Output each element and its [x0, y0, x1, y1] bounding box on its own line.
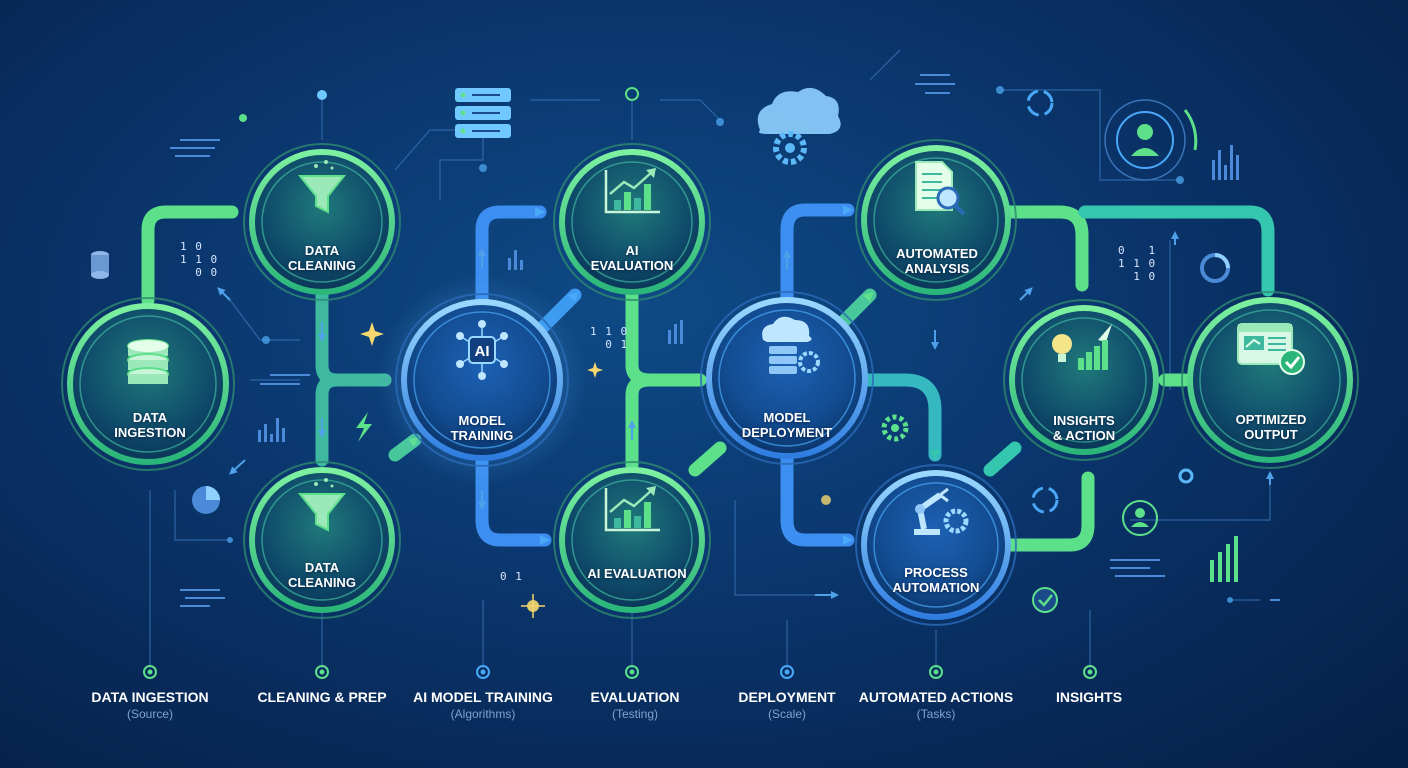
cloud-gear-icon — [757, 87, 841, 165]
ai-chip-text: AI — [475, 343, 490, 360]
arrow-automation-diagonal — [983, 441, 1022, 477]
arrow-deploy-to-automation-down — [858, 373, 942, 462]
stage-subtitle-automated-actions: (Tasks) — [916, 707, 956, 721]
arrow-training-to-eval-bottom — [475, 448, 552, 547]
node-model-training[interactable]: AI — [376, 274, 588, 486]
binary-text: 0 1 — [500, 570, 523, 583]
node-process-automation[interactable] — [855, 464, 1017, 626]
node-label-ai-evaluation-top: AI EVALUATION — [590, 243, 674, 273]
node-label-optimized-output: OPTIMIZED OUTPUT — [1235, 412, 1307, 442]
stage-title-automated-actions: AUTOMATED ACTIONS — [858, 689, 1014, 705]
stage-title-insights: INSIGHTS — [1055, 689, 1123, 705]
lightbulb-rocket-icon — [1052, 324, 1112, 370]
arrow-automation-to-insights — [1003, 471, 1095, 552]
gear-icon — [881, 414, 1194, 484]
node-data-ingestion[interactable] — [61, 297, 235, 471]
stage-title-deployment: DEPLOYMENT — [738, 689, 836, 705]
sparkle-icon — [360, 322, 831, 618]
server-stack-icon — [455, 88, 511, 138]
node-ai-evaluation-bottom[interactable] — [553, 461, 711, 619]
funnel-icon — [297, 478, 347, 532]
binary-text: 0 1 1 1 0 1 0 — [1118, 244, 1157, 283]
stage-title-data-ingestion: DATA INGESTION — [91, 689, 209, 705]
chart-up-icon — [604, 486, 660, 532]
lightning-icon — [356, 412, 372, 442]
pie-chart-icon — [192, 253, 1230, 514]
ai-network-icon: AI — [456, 320, 508, 380]
stage-dots — [143, 87, 1097, 679]
node-label-data-cleaning-top: DATA CLEANING — [288, 243, 356, 273]
stage-subtitle-data-ingestion: (Source) — [126, 707, 173, 721]
node-label-data-cleaning-bottom: DATA CLEANING — [288, 560, 356, 590]
node-model-deployment[interactable] — [700, 291, 874, 465]
node-automated-analysis[interactable] — [855, 139, 1017, 301]
arrow-cleaning-to-training — [315, 288, 392, 387]
funnel-icon — [297, 160, 347, 214]
dashboard-check-icon — [1237, 323, 1305, 375]
node-data-cleaning-bottom[interactable] — [243, 461, 401, 619]
arrow-eval-to-deploy — [625, 288, 707, 387]
circuit-lines — [149, 49, 1271, 668]
arrow-deploy-to-analysis — [780, 203, 855, 312]
node-label-process-automation: PROCESS AUTOMATION — [892, 565, 980, 595]
node-ai-evaluation-top[interactable] — [553, 143, 711, 301]
binary-text: 1 1 0 0 1 — [590, 325, 629, 351]
node-label-automated-analysis: AUTOMATED ANALYSIS — [896, 246, 978, 276]
node-insights-action[interactable] — [1003, 299, 1165, 461]
arrow-eval-bottom-up — [688, 441, 727, 477]
node-label-model-deployment: MODEL DEPLOYMENT — [741, 410, 833, 440]
arrow-cleaning-bottom-join — [315, 373, 392, 467]
arrow-training-to-eval-top — [475, 205, 547, 307]
stage-subtitle-ai-model-training: (Algorithms) — [450, 707, 516, 721]
check-circle-icon — [1032, 587, 1058, 613]
node-data-cleaning-top[interactable] — [243, 143, 401, 301]
document-search-icon — [915, 161, 966, 216]
stage-subtitle-evaluation: (Testing) — [611, 707, 658, 721]
node-label-data-ingestion: DATA INGESTION — [114, 410, 186, 440]
stage-subtitle-deployment: (Scale) — [767, 707, 806, 721]
arrow-analysis-to-output — [1078, 205, 1275, 297]
arrow-deploy-to-automation — [780, 443, 855, 547]
thin-arrows — [217, 231, 1274, 599]
user-icon — [1026, 89, 1158, 536]
stage-title-ai-model-training: AI MODEL TRAINING — [413, 689, 553, 705]
stage-title-cleaning-prep: CLEANING & PREP — [257, 689, 387, 705]
node-optimized-output[interactable] — [1181, 291, 1359, 469]
binary-text: 1 0 1 1 0 0 0 — [180, 240, 219, 279]
arrow-ingestion-to-cleaning — [141, 205, 239, 307]
node-label-ai-evaluation-bottom: AI EVALUATION — [587, 566, 687, 581]
circuit-dots — [227, 86, 1233, 603]
cloud-server-icon — [762, 316, 820, 374]
decor-mini-bars — [258, 145, 1239, 582]
chart-up-icon — [604, 168, 660, 214]
node-label-insights-action: INSIGHTS & ACTION — [1052, 413, 1116, 443]
stage-title-evaluation: EVALUATION — [590, 689, 680, 705]
arrow-eval-bottom-join — [625, 373, 707, 472]
arrow-deploy-diagonal — [833, 288, 877, 332]
robot-arm-icon — [914, 487, 969, 535]
database-icon — [127, 339, 169, 384]
arrow-analysis-to-insights — [1003, 205, 1089, 292]
decor-dashes — [170, 74, 1280, 607]
user-target-icon — [1104, 99, 1198, 181]
database-small-icon — [91, 251, 109, 279]
node-label-model-training: MODEL TRAINING — [450, 413, 514, 443]
